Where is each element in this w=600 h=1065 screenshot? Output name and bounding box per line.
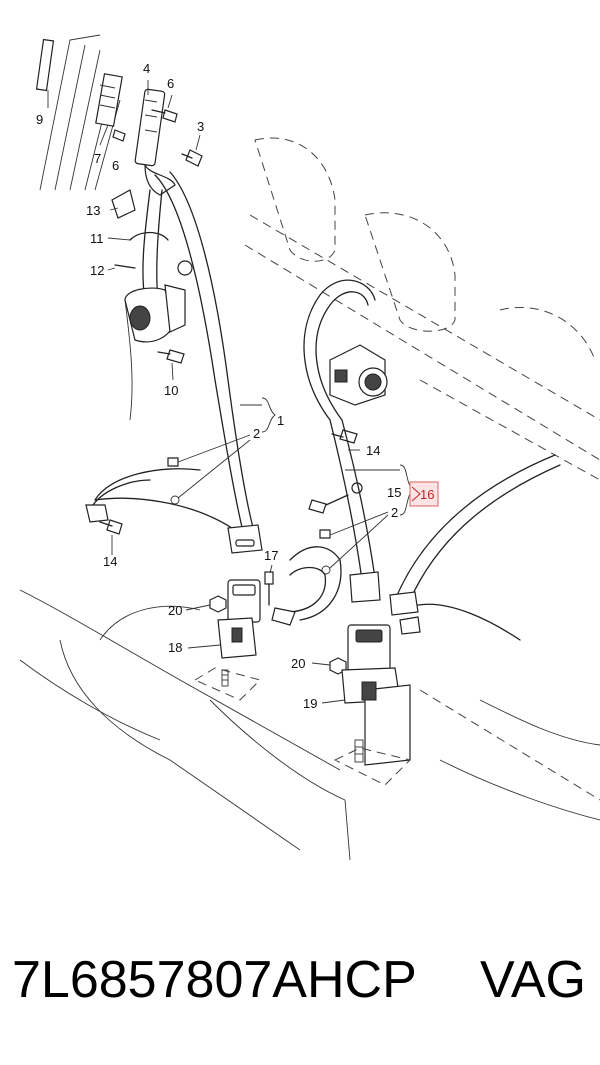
callout-15: 15	[387, 485, 401, 500]
outer-seat-belt	[85, 171, 263, 554]
callout-6-left: 6	[112, 158, 119, 173]
callout-20-right: 20	[291, 656, 305, 671]
callout-6-right: 6	[167, 76, 174, 91]
pillar-trim	[35, 34, 123, 191]
leader-lines	[47, 80, 413, 704]
callout-16-highlight[interactable]: 16	[409, 481, 439, 507]
part-number: 7L6857807AHCP	[12, 951, 417, 1009]
right-seat-belt	[389, 454, 561, 641]
callout-18: 18	[168, 640, 182, 655]
outer-buckle	[193, 579, 261, 701]
callout-7: 7	[94, 151, 101, 166]
brand-label: VAG	[480, 951, 586, 1009]
callout-20-left: 20	[168, 603, 182, 618]
callout-4: 4	[143, 61, 150, 76]
callout-1: 1	[277, 413, 284, 428]
footer: 7L6857807AHCP VAG	[0, 950, 600, 1030]
height-adjuster	[134, 88, 176, 196]
callout-19: 19	[303, 696, 317, 711]
callout-labels: 9 7 6 4 6 3 13 11 12 10 1 2 14 14 15 2 1…	[36, 61, 401, 711]
callout-16: 16	[420, 487, 434, 502]
callout-17: 17	[264, 548, 278, 563]
callout-14-right: 14	[366, 443, 380, 458]
callout-10: 10	[164, 383, 178, 398]
callout-14-left: 14	[103, 554, 117, 569]
callout-3: 3	[197, 119, 204, 134]
centre-buckle	[333, 624, 411, 786]
callout-9: 9	[36, 112, 43, 127]
callout-2-left: 2	[253, 426, 260, 441]
callout-13: 13	[86, 203, 100, 218]
callout-11: 11	[90, 231, 104, 246]
callout-2-right: 2	[391, 505, 398, 520]
highlight-box	[409, 481, 439, 507]
seat-belt-exploded-diagram: 9 7 6 4 6 3 13 11 12 10 1 2 14 14 15 2 1…	[19, 34, 600, 861]
callout-12: 12	[90, 263, 104, 278]
centre-seat-belt	[271, 279, 388, 626]
rear-seat-outline	[19, 137, 600, 861]
